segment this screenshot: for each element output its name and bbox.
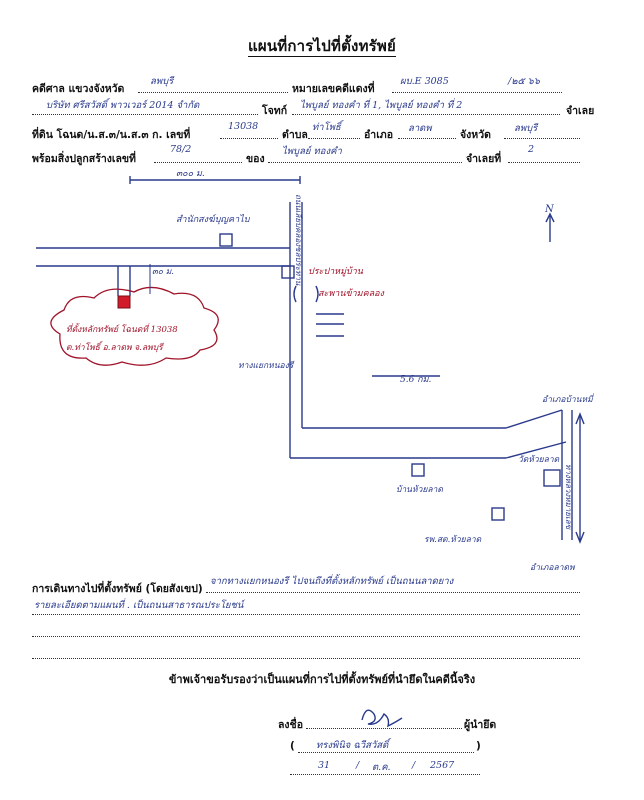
land-no-field-line: [220, 138, 278, 139]
lm-bridge-text: สะพานข้ามคลอง: [318, 288, 385, 299]
land-no-value: 13038: [228, 121, 259, 132]
plaintiff-label: โจทก์: [262, 105, 288, 117]
land-label: ที่ดิน โฉนด/น.ส.๓/น.ส.๓ ก. เลขที่: [32, 129, 191, 141]
defendant-no-value: 2: [528, 144, 535, 155]
lm-junction-text: ทางแยกหนองรี: [238, 360, 295, 371]
date-slash-2: /: [412, 760, 416, 771]
signature-scribble-icon: [361, 709, 403, 728]
owner-value: ไพบูลย์ ทองคำ: [282, 146, 342, 157]
directions-text-1: จากทางแยกหนองรี ไปจนถึงที่ตั้งหลักทรัพย์…: [210, 576, 454, 587]
case-no-label: หมายเลขคดีแดงที่: [292, 83, 375, 95]
plaintiff-field-line: [32, 114, 258, 115]
lm-gate-text: ประปาหมู่บ้าน: [308, 266, 364, 277]
lm-bottom-town-text: อำเภอลาดพ: [530, 563, 576, 573]
directions-text-2: รายละเอียดตามแผนที่ . เป็นถนนสาธารณประโย…: [34, 600, 244, 611]
signer-name: ทรงพินิจ ฉวีสวัสดิ์: [316, 740, 389, 751]
page-title-text: แผนที่การไปที่ตั้งทรัพย์: [248, 37, 396, 57]
court-field-line: [138, 92, 288, 93]
lm-highway-text: ทางหลวงหมายเลข: [564, 464, 573, 530]
lm-canal-road-text: ถนนเลียบคลองชลประทาน: [294, 194, 303, 286]
case-no-field-line: [392, 92, 562, 93]
court-value: ลพบุรี: [150, 76, 174, 87]
subdistrict-label: ตำบล: [282, 129, 308, 141]
dist-right-text: 5.6 กม.: [400, 375, 432, 385]
building-label: พร้อมสิ่งปลูกสร้างเลขที่: [32, 153, 136, 165]
defendant-value: ไพบูลย์ ทองคำ ที่ 1, ไพบูลย์ ทองคำ ที่ 2: [300, 100, 463, 111]
district-field-line: [398, 138, 456, 139]
office-marker: [219, 233, 233, 247]
subdistrict-field-line: [308, 138, 360, 139]
directions-line-1: [206, 592, 580, 593]
close-paren: ): [476, 740, 481, 752]
province-label: จังหวัด: [460, 129, 491, 141]
defendant-label: จำเลย: [566, 105, 595, 117]
plaintiff-value: บริษัท ศรีสวัสดิ์ พาวเวอร์ 2014 จำกัด: [46, 100, 200, 111]
date-month: ต.ค.: [372, 762, 391, 773]
north-arrow-head: [545, 212, 555, 223]
date-year: 2567: [430, 760, 455, 771]
open-paren: (: [290, 740, 295, 752]
town-arrow-up-head: [575, 412, 585, 425]
sign-label: ลงชื่อ: [278, 719, 303, 731]
dist-top-text: ๓๐๐ ม.: [176, 169, 205, 179]
property-marker: [117, 295, 131, 309]
defendant-no-label: จำเลยที่: [466, 153, 502, 165]
lm-temple-text: วัดห้วยลาด: [518, 454, 560, 465]
dist-30-text: ๓๐ ม.: [152, 267, 174, 277]
case-year-value: /๒๕ ๖๖: [508, 76, 540, 87]
directions-label: การเดินทางไปที่ตั้งทรัพย์ (โดยสังเขป): [32, 583, 203, 595]
school-marker: [411, 463, 425, 477]
lm-office-text: สำนักสงฆ์บุญคาไบ: [176, 213, 251, 225]
owner-label: ของ: [246, 153, 265, 165]
owner-field-line: [268, 162, 462, 163]
directions-line-4: [32, 658, 580, 659]
gate-marker: [281, 265, 295, 279]
district-label: อำเภอ: [364, 129, 394, 141]
case-no-value: ผบ.E 3085: [400, 76, 449, 87]
bridge-mark-left: [293, 285, 297, 303]
defendant-no-field-line: [508, 162, 580, 163]
date-day: 31: [318, 760, 331, 771]
subdistrict-value: ท่าโพธิ์: [312, 122, 341, 133]
certification-text: ข้าพเจ้าขอรับรองว่าเป็นแผนที่การไปที่ตั้…: [168, 673, 476, 686]
page-title: แผนที่การไปที่ตั้งทรัพย์: [0, 34, 644, 58]
diag-road-lower-edge: [505, 441, 567, 459]
hospital-marker: [491, 507, 505, 521]
name-line: [298, 752, 474, 753]
bridge-mark-right: [315, 285, 319, 303]
building-no-field-line: [154, 162, 242, 163]
date-slash-1: /: [356, 760, 360, 771]
district-value: ลาดพ: [408, 123, 432, 134]
town-arrow-down-head: [575, 531, 585, 544]
role-label: ผู้นำยึด: [464, 719, 497, 731]
sign-line: [306, 728, 462, 729]
building-no-value: 78/2: [170, 144, 192, 155]
defendant-field-line: [292, 114, 560, 115]
lm-school-text: บ้านห้วยลาด: [396, 484, 443, 495]
location-map: ๓๐๐ ม. ๓๐ ม. 5.6 กม. N สำนักสงฆ์บุญคาไบ …: [36, 169, 595, 573]
directions-line-3: [32, 636, 580, 637]
lm-right-town-text: อำเภอบ้านหมี่: [542, 393, 595, 405]
property-cloud: [50, 286, 219, 366]
diag-road-upper-edge: [505, 409, 563, 429]
property-note-2: ต.ท่าโพธิ์ อ.ลาดพ จ.ลพบุรี: [66, 341, 165, 353]
province-field-line: [504, 138, 580, 139]
court-label: คดีศาล แขวงจังหวัด: [32, 83, 125, 95]
lm-hospital-text: รพ.สต.ห้วยลาด: [424, 534, 482, 545]
date-line: [290, 774, 480, 775]
province-value: ลพบุรี: [514, 123, 538, 134]
property-note-1: ที่ตั้งหลักทรัพย์ โฉนดที่ 13038: [66, 323, 178, 335]
directions-line-2: [32, 614, 580, 615]
temple-marker: [543, 469, 561, 487]
north-label: N: [544, 204, 555, 215]
